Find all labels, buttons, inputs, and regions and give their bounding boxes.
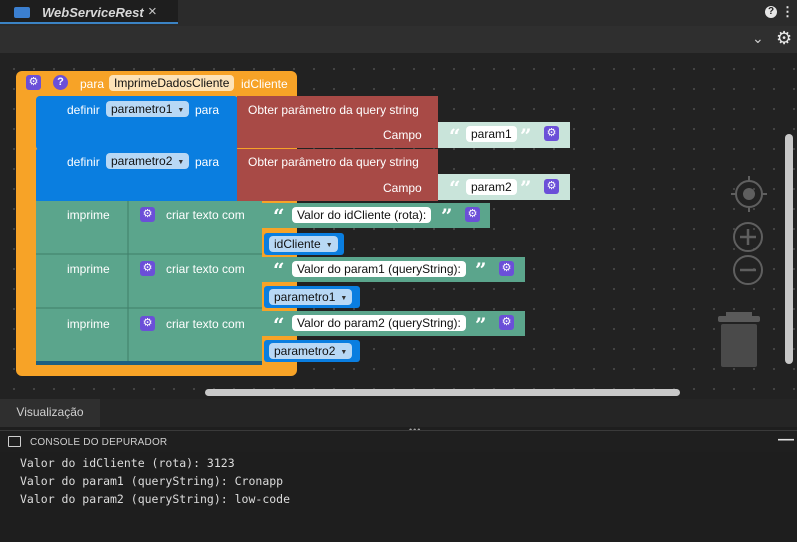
close-quote-icon: ” bbox=[520, 176, 532, 200]
blockly-workspace[interactable]: ⚙ ? para ImprimeDadosCliente idCliente d… bbox=[0, 53, 797, 399]
gear-icon[interactable]: ⚙ bbox=[140, 316, 155, 331]
more-options-icon[interactable]: ⋮ bbox=[781, 4, 794, 19]
criar-texto-label-2: criar texto com bbox=[166, 262, 245, 276]
query-block-2[interactable] bbox=[237, 149, 438, 201]
query-block-1[interactable] bbox=[237, 96, 438, 148]
function-para-label: para bbox=[80, 77, 105, 91]
gear-icon[interactable]: ⚙ bbox=[499, 315, 514, 330]
trash-icon[interactable] bbox=[716, 310, 762, 368]
para-label-2: para bbox=[195, 155, 220, 169]
gear-icon[interactable]: ⚙ bbox=[26, 75, 41, 90]
var-getter-label: idCliente bbox=[274, 237, 321, 251]
tab-webservicerest[interactable]: WebServiceRest × bbox=[0, 0, 178, 24]
help-circle-icon[interactable]: ? bbox=[53, 75, 68, 90]
param-field-1[interactable]: param1 bbox=[466, 126, 517, 142]
var-getter-1[interactable]: idCliente ▼ bbox=[269, 236, 338, 252]
bottom-panel-tabs: Visualização bbox=[0, 399, 797, 427]
gear-icon[interactable]: ⚙ bbox=[465, 207, 480, 222]
editor-tab-bar: WebServiceRest × ? ⋮ bbox=[0, 0, 797, 26]
imprime-label-2: imprime bbox=[67, 262, 110, 276]
criar-texto-column bbox=[128, 201, 262, 363]
console-header: CONSOLE DO DEPURADOR — bbox=[0, 430, 797, 452]
open-quote-icon: “ bbox=[273, 258, 285, 282]
open-quote-icon: “ bbox=[449, 176, 461, 200]
recenter-icon[interactable] bbox=[728, 173, 770, 215]
gear-icon[interactable]: ⚙ bbox=[544, 126, 559, 141]
text-literal-2[interactable]: Valor do param1 (queryString): bbox=[292, 261, 466, 277]
horizontal-scrollbar[interactable] bbox=[205, 389, 680, 396]
function-param-label: idCliente bbox=[241, 77, 288, 91]
editor-toolbar: ⌄ ⚙ bbox=[0, 26, 797, 53]
criar-texto-label-1: criar texto com bbox=[166, 208, 245, 222]
query-call-label-1: Obter parâmetro da query string bbox=[248, 103, 419, 117]
gear-icon[interactable]: ⚙ bbox=[499, 261, 514, 276]
dropdown-arrow-icon: ▼ bbox=[325, 242, 333, 249]
definir-label-1: definir bbox=[67, 103, 100, 117]
console-output: Valor do idCliente (rota): 3123 Valor do… bbox=[0, 452, 797, 542]
campo-label-1: Campo bbox=[383, 128, 422, 142]
dropdown-arrow-icon: ▼ bbox=[177, 159, 185, 166]
gear-icon[interactable]: ⚙ bbox=[544, 179, 559, 194]
console-line: Valor do param1 (queryString): Cronapp bbox=[20, 474, 284, 488]
gear-icon[interactable]: ⚙ bbox=[140, 207, 155, 222]
tab-visualizacao[interactable]: Visualização bbox=[0, 399, 100, 427]
variable-dropdown-label: parametro1 bbox=[111, 102, 173, 116]
console-line: Valor do param2 (queryString): low-code bbox=[20, 492, 291, 506]
terminal-icon bbox=[8, 436, 21, 447]
gear-icon[interactable]: ⚙ bbox=[140, 261, 155, 276]
dropdown-arrow-icon: ▼ bbox=[340, 349, 348, 356]
close-icon[interactable]: × bbox=[148, 3, 157, 20]
definir-label-2: definir bbox=[67, 155, 100, 169]
text-literal-3[interactable]: Valor do param2 (queryString): bbox=[292, 315, 466, 331]
imprime-label-3: imprime bbox=[67, 317, 110, 331]
settings-gear-icon[interactable]: ⚙ bbox=[776, 28, 793, 48]
variable-dropdown-1[interactable]: parametro1 ▼ bbox=[106, 101, 190, 117]
criar-texto-label-3: criar texto com bbox=[166, 317, 245, 331]
chevron-down-icon[interactable]: ⌄ bbox=[752, 30, 764, 46]
text-literal-1[interactable]: Valor do idCliente (rota): bbox=[292, 207, 432, 223]
var-getter-3[interactable]: parametro2 ▼ bbox=[269, 343, 353, 359]
param-field-2[interactable]: param2 bbox=[466, 179, 517, 195]
open-quote-icon: “ bbox=[273, 204, 285, 228]
close-quote-icon: ” bbox=[475, 313, 487, 337]
help-icon[interactable]: ? bbox=[765, 6, 777, 18]
para-label-1: para bbox=[195, 103, 220, 117]
file-icon bbox=[14, 7, 30, 18]
variable-dropdown-2[interactable]: parametro2 ▼ bbox=[106, 153, 190, 169]
dropdown-arrow-icon: ▼ bbox=[340, 295, 348, 302]
close-quote-icon: ” bbox=[475, 258, 487, 282]
console-title: CONSOLE DO DEPURADOR bbox=[30, 437, 168, 448]
vertical-scrollbar[interactable] bbox=[785, 134, 793, 364]
minimize-icon[interactable]: — bbox=[778, 431, 794, 448]
zoom-out-icon[interactable] bbox=[731, 253, 765, 287]
var-getter-label: parametro2 bbox=[274, 344, 336, 358]
open-quote-icon: “ bbox=[273, 313, 285, 337]
open-quote-icon: “ bbox=[449, 124, 461, 148]
campo-label-2: Campo bbox=[383, 181, 422, 195]
query-call-label-2: Obter parâmetro da query string bbox=[248, 155, 419, 169]
zoom-in-icon[interactable] bbox=[731, 220, 765, 254]
var-getter-label: parametro1 bbox=[274, 290, 336, 304]
close-quote-icon: ” bbox=[441, 204, 453, 228]
imprime-column bbox=[36, 201, 128, 363]
dropdown-arrow-icon: ▼ bbox=[177, 107, 185, 114]
variable-dropdown-label: parametro2 bbox=[111, 154, 173, 168]
console-line: Valor do idCliente (rota): 3123 bbox=[20, 456, 235, 470]
imprime-label-1: imprime bbox=[67, 208, 110, 222]
tab-title: WebServiceRest bbox=[42, 5, 144, 20]
close-quote-icon: ” bbox=[520, 124, 532, 148]
function-name-field[interactable]: ImprimeDadosCliente bbox=[109, 75, 235, 91]
var-getter-2[interactable]: parametro1 ▼ bbox=[269, 289, 353, 305]
